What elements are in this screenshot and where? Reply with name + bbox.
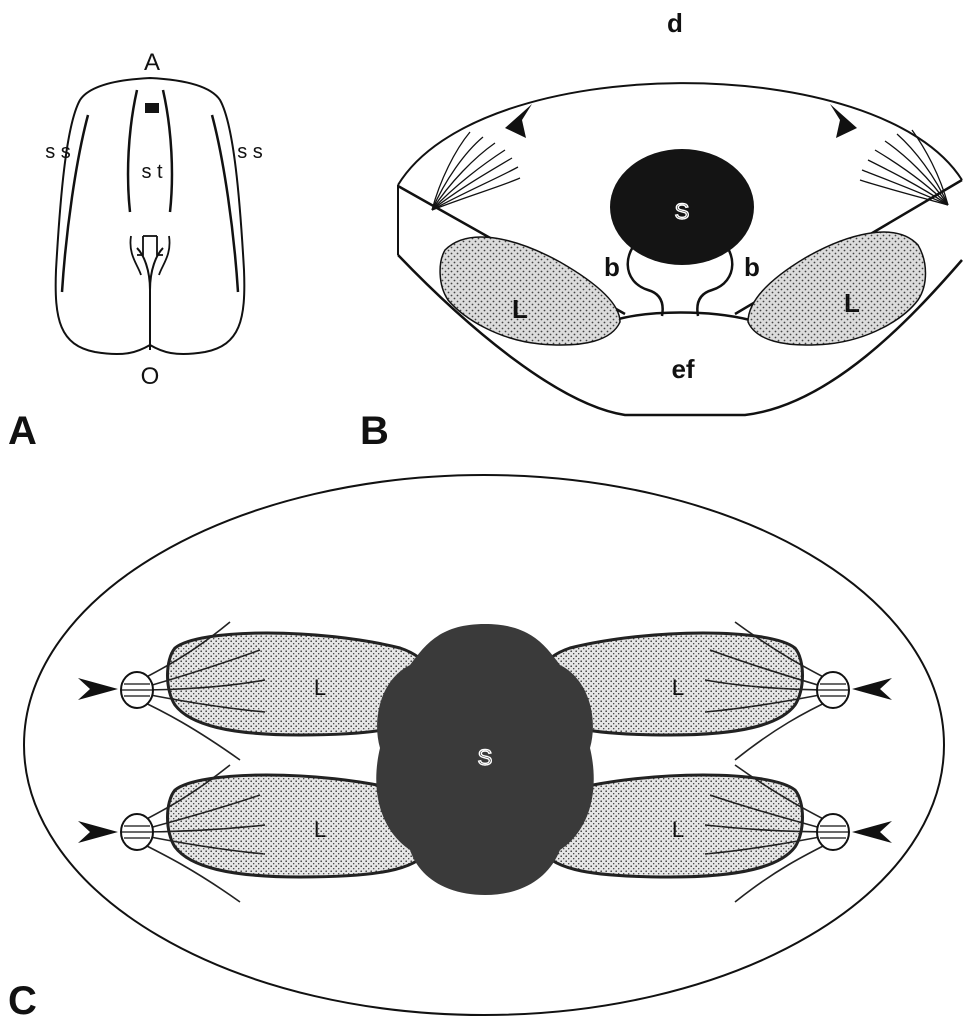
panel-a-side-right <box>212 115 238 292</box>
panel-b-label-center: S <box>675 199 690 224</box>
panel-c-label-lobe-bottom-left: L <box>314 817 326 842</box>
panel-c-arrowhead-left-bottom <box>78 821 118 843</box>
panel-c-label-lobe-top-right: L <box>672 675 684 700</box>
panel-b-letter: B <box>360 409 389 453</box>
panel-b-label-top: d <box>667 8 683 38</box>
panel-a-label-side-right: s s <box>237 141 263 163</box>
panel-b-arrowhead-right <box>830 104 857 138</box>
panel-a-cleft <box>137 248 163 350</box>
panel-b: d S b b L L ef B <box>360 8 962 453</box>
panel-b-label-bottom: ef <box>671 354 694 384</box>
panel-c-label-center: S <box>478 745 493 770</box>
panel-b-label-stalk-left: b <box>604 252 620 282</box>
panel-c-arrowhead-right-bottom <box>852 821 892 843</box>
panel-a-label-anterior: A <box>144 49 160 76</box>
panel-c-label-lobe-bottom-right: L <box>672 817 684 842</box>
panel-a-fork-right <box>157 236 170 275</box>
panel-a-inner-right <box>163 90 172 212</box>
panel-c: S L L L L C <box>8 475 944 1021</box>
panel-c-letter: C <box>8 979 37 1021</box>
panel-b-label-stalk-right: b <box>744 252 760 282</box>
panel-b-ef-top <box>615 313 750 321</box>
panel-b-label-lobe-right: L <box>844 288 860 318</box>
panel-a-inner-left <box>128 90 137 212</box>
panel-a-label-side-left: s s <box>45 141 71 163</box>
panel-b-fan-right <box>860 130 948 205</box>
panel-b-lobe-left <box>440 237 620 345</box>
panel-c-arrowhead-left-top <box>78 678 118 700</box>
panel-a-label-center: s t <box>141 161 163 183</box>
panel-a: A O s s s s s t A <box>8 49 263 453</box>
panel-a-letter: A <box>8 409 37 453</box>
panel-b-fan-left <box>432 132 520 210</box>
panel-b-label-lobe-left: L <box>512 294 528 324</box>
panel-c-arrowhead-right-top <box>852 678 892 700</box>
panel-a-label-posterior: O <box>141 363 160 390</box>
panel-a-fork-left <box>130 236 143 275</box>
panel-a-marker <box>145 103 159 113</box>
panel-c-label-lobe-top-left: L <box>314 675 326 700</box>
